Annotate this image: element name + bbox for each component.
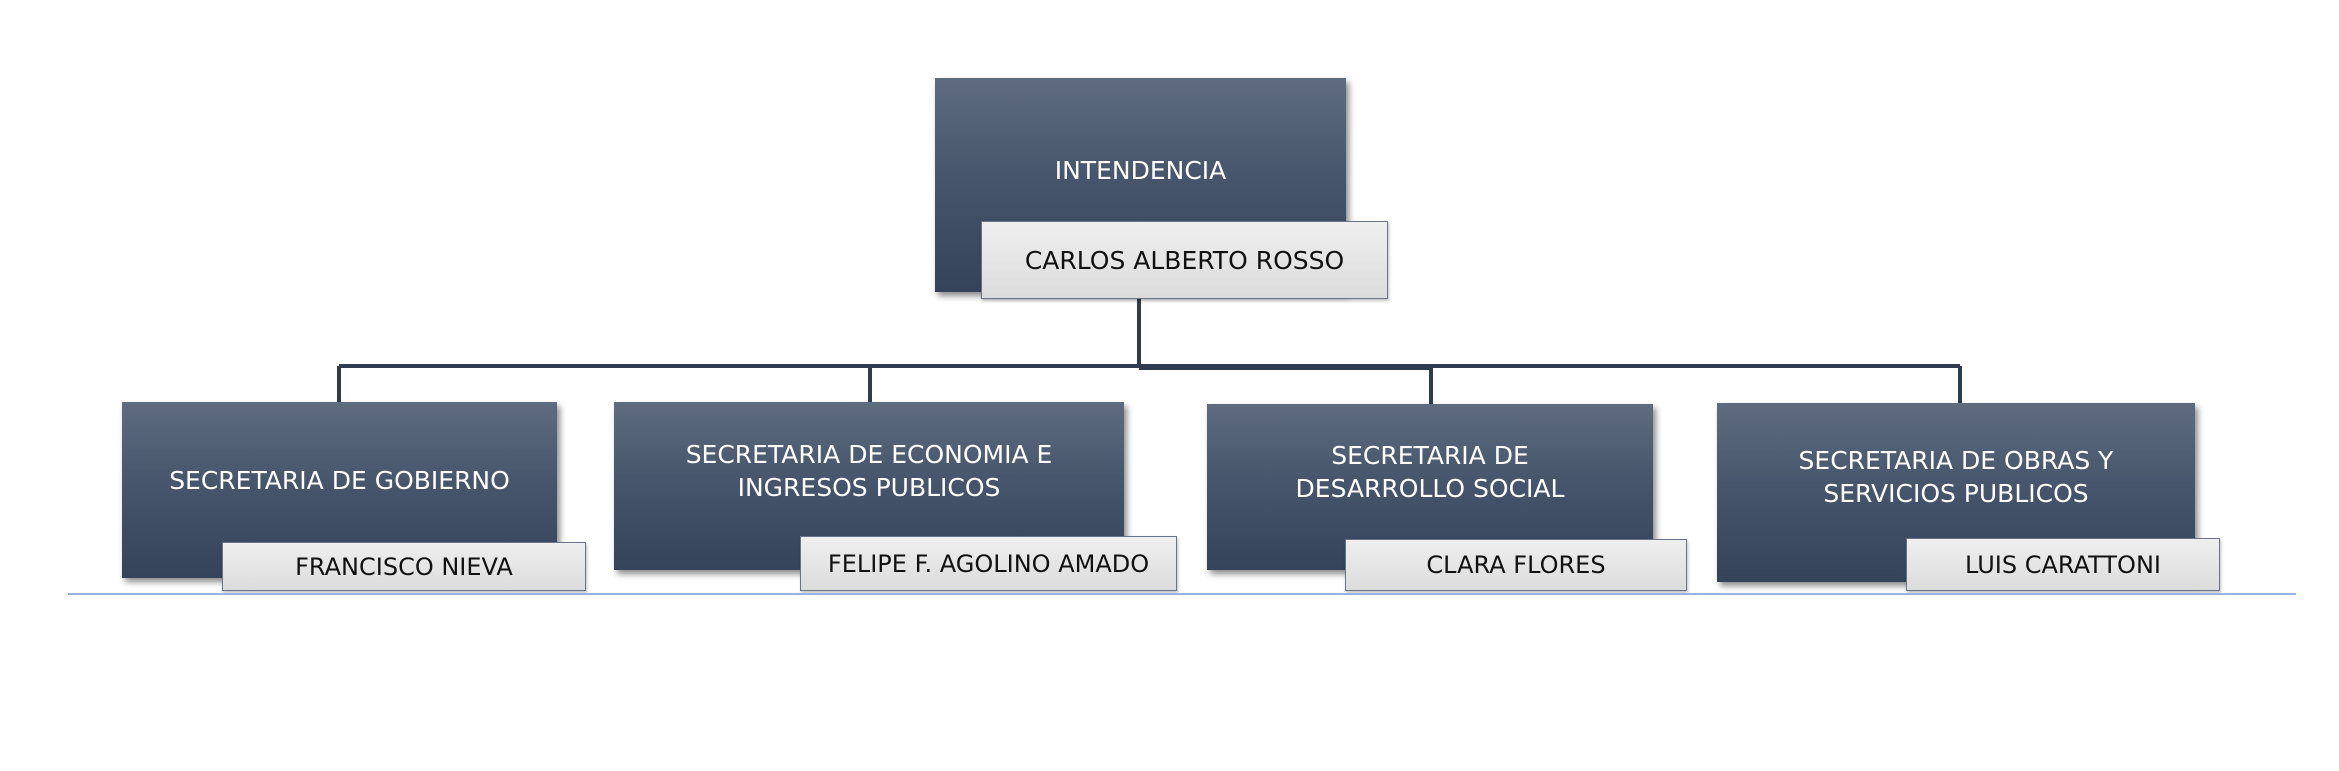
node-secretaria-desarrollo-name: CLARA FLORES: [1345, 539, 1687, 591]
node-secretaria-economia-title: SECRETARIA DE ECONOMIA E INGRESOS PUBLIC…: [685, 440, 1053, 502]
node-intendencia-name-text: CARLOS ALBERTO ROSSO: [1024, 245, 1345, 275]
node-secretaria-obras-name-text: LUIS CARATTONI: [1965, 550, 2161, 579]
node-secretaria-gobierno-title: SECRETARIA DE GOBIERNO: [169, 465, 510, 495]
node-secretaria-obras-title: SECRETARIA DE OBRAS Y SERVICIOS PUBLICOS: [1798, 445, 2114, 508]
baseline-divider: [68, 593, 2296, 595]
node-secretaria-gobierno-name: FRANCISCO NIEVA: [222, 542, 586, 591]
node-secretaria-obras-name: LUIS CARATTONI: [1906, 538, 2220, 591]
node-intendencia-name: CARLOS ALBERTO ROSSO: [981, 221, 1388, 299]
node-secretaria-desarrollo-title: SECRETARIA DE DESARROLLO SOCIAL: [1295, 441, 1565, 503]
node-secretaria-gobierno-name-text: FRANCISCO NIEVA: [295, 552, 513, 581]
node-secretaria-economia-name: FELIPE F. AGOLINO AMADO: [800, 536, 1177, 591]
node-secretaria-economia-name-text: FELIPE F. AGOLINO AMADO: [827, 549, 1150, 578]
node-secretaria-desarrollo-name-text: CLARA FLORES: [1426, 551, 1606, 579]
node-intendencia-title: INTENDENCIA: [1054, 156, 1227, 185]
